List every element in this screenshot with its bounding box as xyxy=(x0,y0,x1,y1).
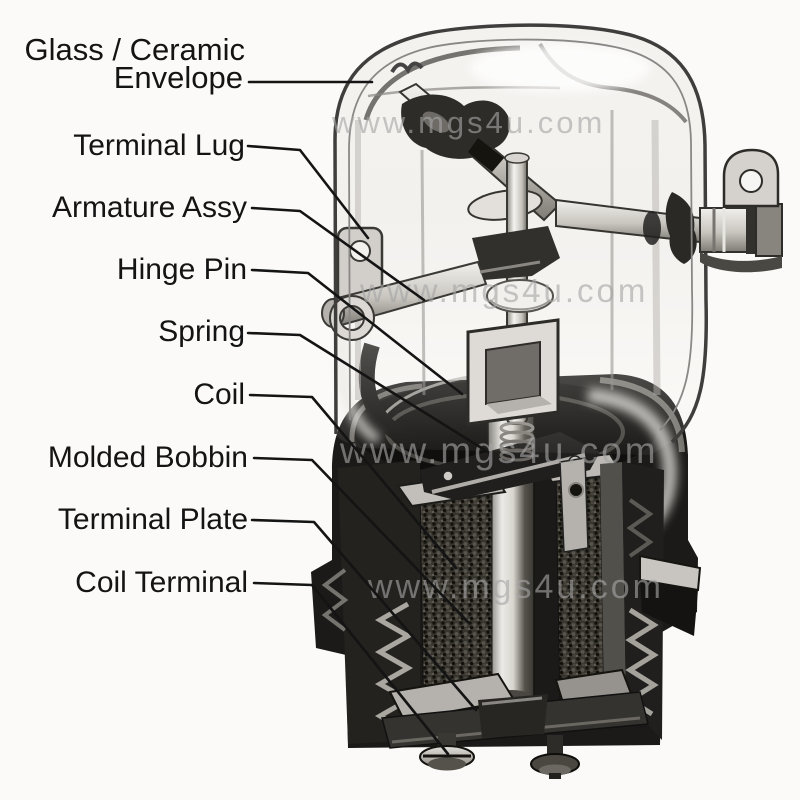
label-coil-terminal: Coil Terminal xyxy=(75,566,248,599)
terminal-lug-right-graphic xyxy=(699,148,783,273)
leader-terminal-lug xyxy=(246,144,370,240)
label-spring: Spring xyxy=(158,315,245,348)
lug-hole xyxy=(739,169,763,193)
leader-terminal-plate xyxy=(250,518,478,712)
getter-bumps xyxy=(390,61,424,74)
label-glass-ceramic: Glass / Ceramic xyxy=(25,32,245,67)
leader-armature-assy xyxy=(250,206,426,302)
leader-spring xyxy=(246,331,490,454)
leader-hinge-pin xyxy=(250,268,464,396)
leader-coil-terminal xyxy=(252,581,450,756)
coil-terminal-screw-left xyxy=(419,733,475,771)
armature-assembly-graphic xyxy=(321,82,701,462)
press-seal xyxy=(665,192,697,264)
thread-texture-left xyxy=(374,601,414,735)
watermark: www.mgs4u.com xyxy=(367,568,664,606)
label-terminal-lug: Terminal Lug xyxy=(73,129,245,162)
leader-molded-bobbin xyxy=(252,456,470,624)
leader-coil xyxy=(248,393,458,570)
label-hinge-pin: Hinge Pin xyxy=(117,253,247,286)
label-terminal-plate: Terminal Plate xyxy=(58,503,248,536)
coil-terminal-screw-right xyxy=(530,735,580,779)
label-envelope: Envelope xyxy=(114,60,243,95)
label-coil: Coil xyxy=(193,378,245,411)
pin-disc xyxy=(486,279,554,313)
armature-fork xyxy=(472,226,560,280)
glass-outline xyxy=(333,23,709,444)
watermark: www.mgs4u.com xyxy=(359,272,648,309)
watermark: www.mgs4u.com xyxy=(331,105,605,140)
label-armature-assy: Armature Assy xyxy=(52,191,247,224)
spring-graphic xyxy=(499,421,535,462)
watermark: www.mgs4u.com xyxy=(339,430,659,471)
watermarks: www.mgs4u.com www.mgs4u.com www.mgs4u.co… xyxy=(331,105,664,606)
annotations: Glass / Ceramic Envelope Terminal Lug Ar… xyxy=(25,32,490,756)
label-molded-bobbin: Molded Bobbin xyxy=(48,441,248,474)
clevis-frame xyxy=(466,318,560,426)
